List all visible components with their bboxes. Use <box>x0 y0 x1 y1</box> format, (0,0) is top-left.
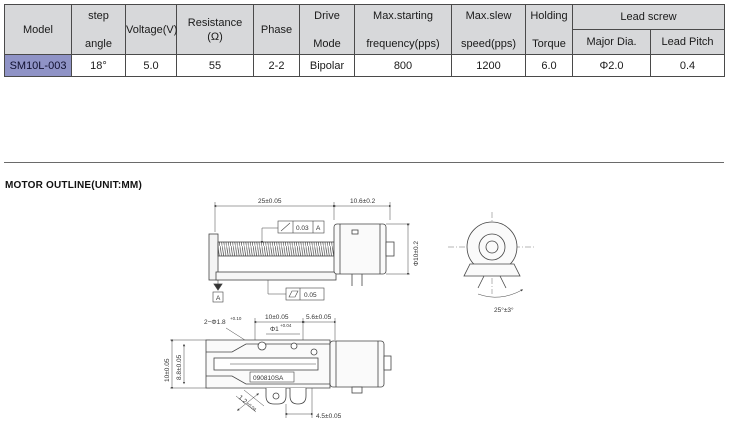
cell-voltage: 5.0 <box>125 54 177 77</box>
cell-max-starting: 800 <box>354 54 452 77</box>
cell-lead-pitch: 0.4 <box>649 54 726 77</box>
dim-tab-tol: +0.04 <box>245 401 257 412</box>
dim-offset: 5.6±0.05 <box>306 314 332 321</box>
motor-outline-drawing: 25±0.05 10.6±0.2 Φ10±0.2 0.03 A 0.05 A 2… <box>164 198 536 420</box>
header-major-dia: Major Dia. <box>572 29 651 55</box>
section-divider <box>4 162 724 163</box>
dim-pitch: 10±0.05 <box>265 314 289 321</box>
dim-bottom: 4.5±0.05 <box>316 413 342 420</box>
header-model: Model <box>4 4 72 55</box>
cell-step-angle: 18° <box>71 54 126 77</box>
dim-motor-length: 10.6±0.2 <box>350 198 376 205</box>
dim-hole-small: Φ1 <box>270 326 279 333</box>
dim-holes-tol: +0.10 <box>230 316 242 321</box>
cell-phase: 2-2 <box>253 54 300 77</box>
table-row: SM10L-003 18° 5.0 55 2-2 Bipolar 800 120… <box>4 54 726 77</box>
header-phase: Phase <box>253 4 300 55</box>
cell-max-slew: 1200 <box>451 54 526 77</box>
cylindricity-datum: A <box>316 225 321 232</box>
datum-label: A <box>216 295 221 302</box>
dim-hole-small-tol: +0.04 <box>280 323 292 328</box>
header-lead-pitch: Lead Pitch <box>649 29 726 55</box>
cell-major-dia: Φ2.0 <box>572 54 651 77</box>
dim-holes: 2−Φ1.8 <box>204 319 226 326</box>
header-voltage: Voltage(V) <box>125 4 177 55</box>
dim-height: 10±0.05 <box>164 358 171 382</box>
dim-diameter: Φ10±0.2 <box>413 241 420 266</box>
bottom-view <box>170 318 392 418</box>
cell-resistance: 55 <box>176 54 254 77</box>
part-number: 090810SA <box>253 375 284 382</box>
cylindricity-value: 0.03 <box>296 225 309 232</box>
cell-model: SM10L-003 <box>4 54 72 77</box>
header-lead-screw: Lead screw <box>571 4 726 30</box>
side-view <box>208 202 410 303</box>
cell-drive-mode: Bipolar <box>299 54 355 77</box>
dim-length: 25±0.05 <box>258 198 282 205</box>
dim-angle: 25°±3° <box>494 306 514 314</box>
dim-tab: 1.2 <box>237 394 249 405</box>
outline-title: MOTOR OUTLINE(UNIT:MM) <box>5 180 142 191</box>
end-view <box>448 212 536 298</box>
dim-inner-height: 8.8±0.05 <box>176 354 183 380</box>
cell-holding-torque: 6.0 <box>525 54 573 77</box>
header-resistance: Resistance(Ω) <box>176 4 254 55</box>
flatness-value: 0.05 <box>304 292 317 299</box>
